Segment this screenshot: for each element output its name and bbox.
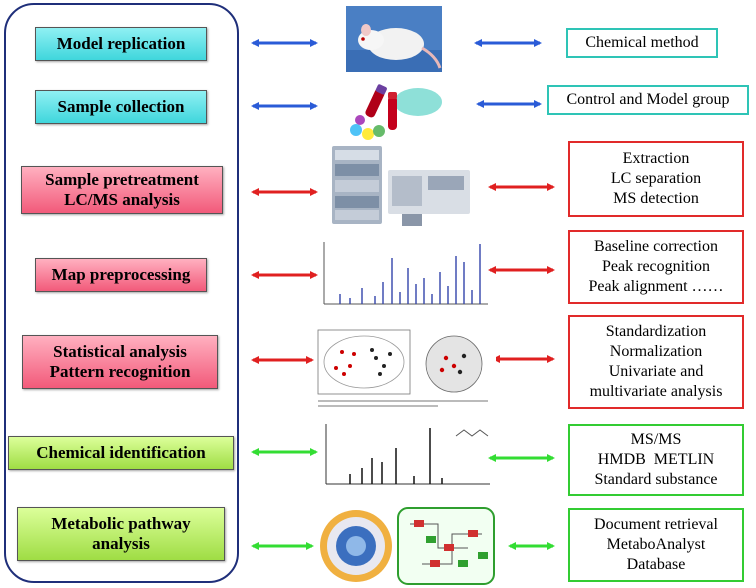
stage-model-replication: Model replication [35,27,207,61]
detail-line: Control and Model group [566,91,730,108]
stage-statistical-analysis: Statistical analysis Pattern recognition [22,335,218,389]
detail-line: Baseline correction [594,238,718,255]
blood-sample-image [348,80,442,140]
stage-chemical-identification: Chemical identification [8,436,234,470]
stage-label-line1: Sample pretreatment [45,170,199,189]
detail-line: Standard substance [594,471,718,488]
detail-line: Database [626,556,686,573]
detail-chemical-identification: MS/MS HMDB METLIN Standard substance [568,424,744,496]
stage-label-line2: Pattern recognition [49,362,191,381]
detail-line: MS detection [613,190,699,207]
stage-sample-pretreatment: Sample pretreatment LC/MS analysis [21,166,223,214]
detail-line: Standardization [605,323,707,340]
detail-line: Peak recognition [602,258,710,275]
stage-label: Sample collection [57,97,185,116]
stage-sample-collection: Sample collection [35,90,207,124]
detail-line: MS/MS [630,431,682,448]
stage-label: Map preprocessing [51,265,191,284]
rat-image [346,6,442,72]
detail-line: Univariate and [608,363,704,380]
detail-model-replication: Chemical method [566,28,718,58]
detail-statistical-analysis: Standardization Normalization Univariate… [568,315,744,409]
detail-map-preprocessing: Baseline correction Peak recognition Pea… [568,230,744,304]
pathway-map-image [320,507,495,585]
detail-line: HMDB METLIN [597,451,715,468]
detail-line: Extraction [622,150,690,167]
detail-line: LC separation [610,170,702,187]
stage-label-line2: LC/MS analysis [64,190,180,209]
ms-spectrum-image [325,424,490,485]
stage-map-preprocessing: Map preprocessing [35,258,207,292]
detail-line: MetaboAnalyst [606,536,706,553]
pca-plot-image [314,322,496,410]
chromatogram-image [323,242,488,305]
detail-line: Peak alignment …… [588,278,724,295]
detail-line: Chemical method [585,34,699,51]
stage-label-line1: Metabolic pathway [51,514,191,533]
workflow-frame [4,3,239,583]
detail-line: multivariate analysis [589,383,723,400]
detail-line: Document retrieval [594,516,718,533]
stage-label: Model replication [56,34,186,53]
detail-sample-pretreatment: Extraction LC separation MS detection [568,141,744,217]
detail-sample-collection: Control and Model group [547,85,749,115]
stage-label-line2: analysis [92,534,150,553]
stage-label-line1: Statistical analysis [53,342,187,361]
stage-metabolic-pathway: Metabolic pathway analysis [17,507,225,561]
lcms-instrument-image [332,146,470,226]
stage-label: Chemical identification [36,443,206,462]
detail-line: Normalization [609,343,703,360]
detail-metabolic-pathway: Document retrieval MetaboAnalyst Databas… [568,508,744,582]
